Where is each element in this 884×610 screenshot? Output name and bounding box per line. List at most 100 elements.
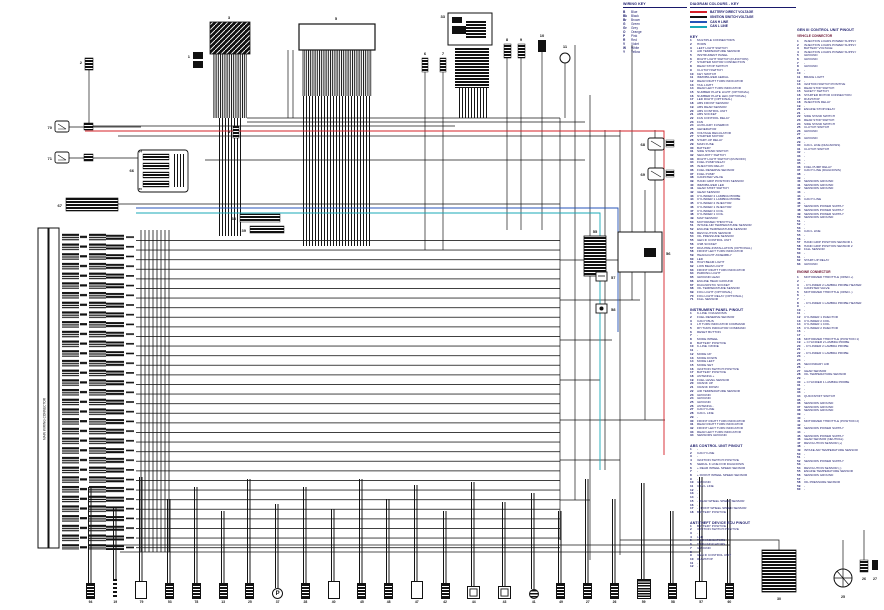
abs-pinout-item: 1 - — [690, 447, 699, 452]
key-item: 43 CYLINDER 2 LAMBDA PROBE — [690, 193, 741, 198]
instrument-pinout-item: 26 ANTENNA - — [690, 403, 714, 408]
key-item: 39 HAND GRIP POSITION SENSOR — [690, 178, 744, 183]
wiring-key-item: Br Brown — [623, 18, 641, 22]
svg-text:2: 2 — [80, 60, 83, 65]
key-item: 48 CYLINDER 1 COIL — [690, 212, 724, 217]
vehicle-connector-item: 15 SAFETY SWITCH — [797, 89, 829, 94]
bottom-connector: 57 — [695, 468, 708, 604]
abs-pinout-item: 10 GROUND — [690, 480, 711, 485]
abs-pinout-item: 18 BATTERY POSITIVE — [690, 509, 727, 514]
engine-connector-item: 30 + CYLINDER 1 LAMBDA PROBE — [797, 379, 850, 384]
engine-connector-item: 24 - — [797, 358, 806, 363]
abs-pinout-item: 4 IGNITION SWITCH POSITIVE — [690, 458, 739, 463]
key-item: 47 CYLINDER 2 COIL — [690, 208, 724, 213]
fog-light-component: 69 — [641, 167, 675, 181]
key-item: 46 CYLINDER 1 INJECTOR — [690, 204, 732, 209]
vehicle-connector-item: 25 CLUTCH SWITCH — [797, 125, 830, 130]
connector-number: 40 — [331, 600, 336, 604]
connector-number: 19 — [113, 600, 118, 604]
ecu-pinout-column: GEN III CONTROL UNIT PINOUT VEHICLE CONN… — [797, 28, 884, 492]
wire-riser — [698, 477, 704, 581]
svg-text:58: 58 — [611, 307, 616, 312]
connector-number: 45 — [359, 600, 364, 604]
vehicle-connector-item: 22 SIDE STAND SWITCH — [797, 114, 835, 119]
key-item: 1 MULTIPLE CONNECTORS — [690, 38, 735, 43]
vehicle-connector-item: 57 HAND GRIP POSITION SENSOR 1 — [797, 240, 853, 245]
instrument-pinout-item: 14 MODE LEFT — [690, 359, 715, 364]
wire-riser — [386, 499, 392, 583]
svg-text:8: 8 — [506, 37, 509, 42]
engine-connector-item: 36 SENSORS GROUND — [797, 401, 834, 406]
wire-riser — [275, 504, 281, 588]
connector-symbol — [556, 583, 566, 599]
engine-connector-item: 38 SENSORS GROUND — [797, 408, 834, 413]
engine-connector-item: 21 - — [797, 347, 806, 352]
usb-socket: 56 — [617, 231, 671, 273]
key-item: 57 DDA PRE-INSTALLATION (OPTIONAL) — [690, 245, 752, 250]
key-item: 52 ENGINE TEMPERATURE SENSOR — [690, 227, 747, 232]
connector-number: 59 — [641, 600, 646, 604]
connector-number: 78 — [194, 600, 199, 604]
svg-text:70: 70 — [48, 125, 53, 130]
engine-connector-item: 37 SENSORS GROUND — [797, 404, 834, 409]
antitheft-pinout-section: ANTITHEFT DEVICE ECU PINOUT 1 BATTERY PO… — [690, 521, 796, 569]
connector-row-stack — [62, 232, 106, 550]
key-item: 58 FRONT LEFT TURN INDICATOR — [690, 249, 743, 254]
abs-pinout-item: 11 CAN L LINE — [690, 484, 714, 489]
key-item: 59 HEADLIGHT ASSEMBLY — [690, 252, 732, 257]
vehicle-connector-item: 7 - — [797, 60, 806, 65]
bottom-connector: 13 — [218, 468, 228, 604]
key-item: 23 FAN — [690, 119, 704, 124]
wiring-key-item: B Blue — [623, 10, 638, 14]
connector-number: 43 — [502, 600, 507, 604]
abs-pinout-item: 3 - — [690, 454, 699, 459]
instrument-pinout-item: 6 RESET BUTTON — [690, 329, 721, 334]
vehicle-connector-item: 59 FALL SENSOR — [797, 247, 825, 252]
wire-riser — [670, 511, 676, 583]
instrument-pinout-item: 7 - — [690, 333, 699, 338]
wiring-key-title: WIRING KEY — [623, 2, 687, 8]
vehicle-connector-item: 9 - — [797, 67, 806, 72]
instrument-pinout-item: 27 CAN H LINE — [690, 407, 715, 412]
connector-symbol — [86, 583, 95, 599]
antitheft-pinout-item: 11 - — [690, 560, 699, 565]
wire-riser — [112, 507, 118, 579]
vehicle-connector-item: 40 SENSORS GROUND — [797, 179, 834, 184]
legend-column: DIAGRAM COLOURS - KEY BATTERY DIRECT VOL… — [690, 2, 796, 575]
connector-number: 28 — [303, 600, 308, 604]
vehicle-connector-item: 6 GROUND — [797, 56, 818, 61]
svg-text:66: 66 — [130, 168, 135, 173]
vehicle-connector-item: 31 CLUTCH SWITCH — [797, 146, 830, 151]
svg-text:5: 5 — [335, 16, 338, 21]
engine-connector-item: 32 - — [797, 386, 806, 391]
vehicle-connector-item: 17 RUN/STOP — [797, 96, 820, 101]
connector-symbol — [695, 581, 708, 599]
vehicle-connector-item: 50 SENSORS GROUND — [797, 215, 834, 220]
colour-line-sample — [690, 11, 707, 14]
svg-text:56: 56 — [666, 251, 671, 256]
diagram-colour-item: CAN H LINE — [690, 20, 796, 25]
key-item: 15 NUMBER PLATE LIGHT (OPTIONAL) — [690, 90, 750, 95]
vehicle-connector-item: 29 - — [797, 139, 806, 144]
dda-component: 57 — [595, 271, 616, 282]
abs-pinout-item: 17 - FRONT WHEEL SPEED SENSOR — [690, 506, 747, 511]
colour-line-sample — [690, 16, 707, 19]
engine-connector-item: 17 - — [797, 332, 806, 337]
wiring-key-item: Gr Grey — [623, 26, 638, 30]
wire-riser — [502, 502, 508, 586]
key-item: 56 USB SOCKET — [690, 241, 717, 246]
engine-connector-item: 13 CYLINDER 2 COIL — [797, 318, 830, 323]
engine-connector-item: 42 - — [797, 422, 806, 427]
right-light-switch-unit: 33 — [441, 12, 493, 46]
canister-connector: 38 — [232, 213, 281, 223]
key-item: 37 FUEL PUMP — [690, 171, 715, 176]
connector-symbol — [583, 583, 593, 599]
engine-connector-item: 10 - — [797, 307, 806, 312]
key-item: 24 AUXILIARY FUSEBOX — [690, 123, 729, 128]
bottom-connector: 44 — [467, 468, 481, 604]
bottom-connector: 25 — [245, 468, 255, 604]
instrument-pinout-title: INSTRUMENT PANEL PINOUT — [690, 308, 744, 313]
key-item: 3 LEFT LIGHT SWITCH — [690, 45, 728, 50]
connector-symbol — [724, 583, 734, 599]
